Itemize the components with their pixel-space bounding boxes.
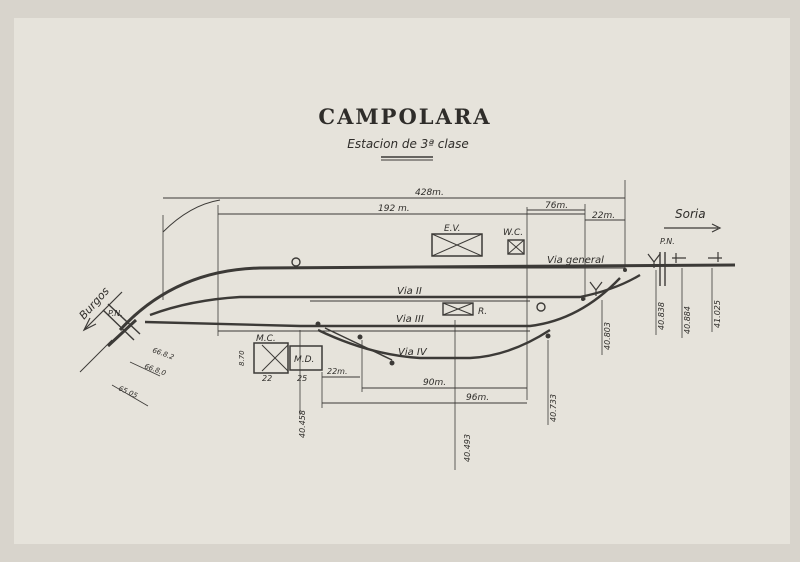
building-md-label: M.D. [294,355,314,365]
km-40803: 40.803 [603,322,612,350]
km-40838: 40.838 [657,302,666,330]
building-ev [431,233,483,257]
signal-post-r2 [708,252,722,262]
arrow-burgos [83,291,123,331]
label-via-general: Via general [547,255,604,266]
km-40458: 40.458 [298,410,307,438]
km-40733: 40.733 [549,394,558,422]
track-via-ii [149,273,641,317]
building-wc [507,239,525,255]
switch-point-d [545,333,551,339]
label-via-iv: Via IV [398,347,428,358]
building-r-cross-b [442,302,474,316]
building-wc-cross-b [507,239,525,255]
building-r [442,302,474,316]
dim-22a-label: 22m. [592,211,615,221]
signal-y-mid [589,281,603,296]
building-mc [253,342,289,374]
pn-right-label: P.N. [660,237,675,246]
left-crossing-line [79,339,113,373]
building-mc-height: 8.70 [238,350,246,366]
dim-total-label: 428m. [415,188,444,198]
arrow-soria-head [711,223,722,233]
building-r-label: R. [478,307,487,317]
km-41025: 41.025 [713,300,722,328]
km-left-tick-a [129,361,161,377]
switch-point-a [315,321,321,327]
building-mc-cross-b [261,344,289,372]
building-md [289,345,323,371]
station-title: CAMPOLARA [318,104,491,129]
switch-point-f [623,268,627,272]
arrow-burgos-head [82,317,97,332]
signal-post-r1 [672,253,686,263]
building-wc-label: W.C. [503,228,523,238]
destination-soria: Soria [675,207,706,221]
pn-left-label: P.N. [108,309,123,318]
signal-right [536,302,546,312]
station-subtitle: Estacion de 3ª clase [347,137,468,151]
dim-22b-label: 22m. [327,367,348,376]
track-via-general [118,263,736,332]
paper-sheet [14,18,790,544]
track-left-end [106,318,138,348]
dim-curve-left [162,199,221,233]
track-siding [324,327,393,361]
km-40884: 40.884 [683,306,692,334]
dim-96-label: 96m. [466,393,489,403]
switch-point-c [357,334,363,340]
signal-y-right [647,253,661,268]
dim-platform-label: 192 m. [378,204,410,214]
building-ev-label: E.V. [444,224,461,234]
label-via-iii: Via III [396,314,424,325]
km-left-tick-b [111,384,149,407]
dim-90-label: 90m. [423,378,446,388]
dim-76-label: 76m. [545,201,568,211]
building-md-width-2: 25 [297,374,307,383]
signal-left [291,257,301,267]
track-via-iv [317,328,551,360]
pn-left-post-b [102,309,135,341]
building-mc-label: M.C. [256,334,276,344]
km-40493: 40.493 [463,434,472,462]
track-via-iii [144,277,621,328]
building-md-width: 22 [262,374,272,383]
label-via-ii: Via II [397,286,422,297]
switch-point-b [389,360,395,366]
switch-point-e [581,297,585,301]
building-ev-cross-b [431,233,483,257]
pn-left-post-a [107,303,141,335]
